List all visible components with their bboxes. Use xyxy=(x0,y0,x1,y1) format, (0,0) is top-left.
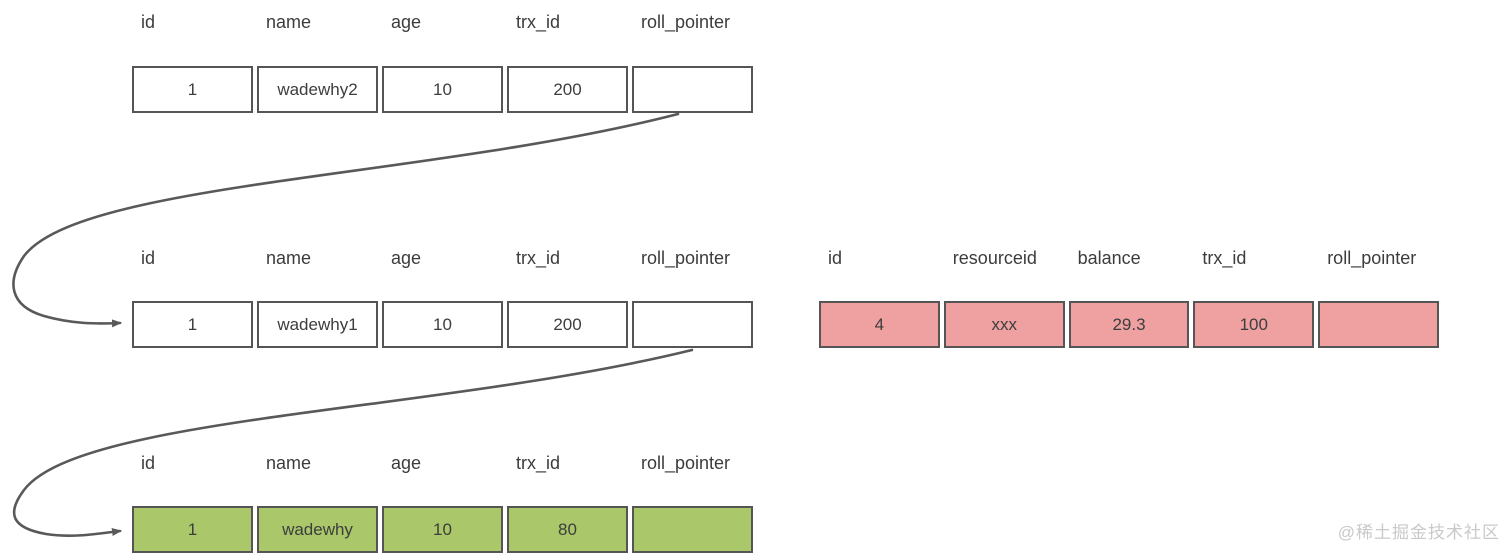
version1-header-row: id name age trx_id roll_pointer xyxy=(132,248,753,274)
version2-name-cell: wadewhy2 xyxy=(257,66,378,113)
column-header-id: id xyxy=(828,248,843,268)
original-name-cell: wadewhy xyxy=(257,506,378,553)
original-age-cell: 10 xyxy=(382,506,503,553)
original-trx-id-cell: 80 xyxy=(507,506,628,553)
column-header-trx-id: trx_id xyxy=(1202,248,1247,268)
column-header-trx-id: trx_id xyxy=(516,12,561,32)
column-header-trx-id: trx_id xyxy=(516,248,561,268)
version1-roll-pointer-cell xyxy=(632,301,753,348)
other-record-id-cell: 4 xyxy=(819,301,940,348)
column-header-name: name xyxy=(266,12,312,32)
other-record-trx-id-cell: 100 xyxy=(1193,301,1315,348)
column-header-age: age xyxy=(391,453,422,473)
column-header-id: id xyxy=(141,248,156,268)
version2-age-cell: 10 xyxy=(382,66,503,113)
column-header-name: name xyxy=(266,248,312,268)
version2-header-row: id name age trx_id roll_pointer xyxy=(132,12,753,38)
column-header-roll-pointer: roll_pointer xyxy=(641,453,731,473)
column-header-balance: balance xyxy=(1077,248,1141,268)
column-header-roll-pointer: roll_pointer xyxy=(641,248,731,268)
version1-age-cell: 10 xyxy=(382,301,503,348)
version2-row: 1 wadewhy2 10 200 xyxy=(132,66,753,113)
original-roll-pointer-cell xyxy=(632,506,753,553)
roll-pointer-arrow-v2-to-v1 xyxy=(12,112,680,328)
column-header-age: age xyxy=(391,12,422,32)
version2-id-cell: 1 xyxy=(132,66,253,113)
version2-trx-id-cell: 200 xyxy=(507,66,628,113)
version2-roll-pointer-cell xyxy=(632,66,753,113)
original-id-cell: 1 xyxy=(132,506,253,553)
other-record-header-row: id resourceid balance trx_id roll_pointe… xyxy=(819,248,1439,274)
version1-trx-id-cell: 200 xyxy=(507,301,628,348)
column-header-resourceid: resourceid xyxy=(952,248,1037,268)
column-header-id: id xyxy=(141,12,156,32)
original-header-row: id name age trx_id roll_pointer xyxy=(132,453,753,479)
original-row: 1 wadewhy 10 80 xyxy=(132,506,753,553)
other-record-balance-cell: 29.3 xyxy=(1068,301,1190,348)
version1-name-cell: wadewhy1 xyxy=(257,301,378,348)
column-header-age: age xyxy=(391,248,422,268)
version1-row: 1 wadewhy1 10 200 xyxy=(132,301,753,348)
column-header-id: id xyxy=(141,453,156,473)
column-header-roll-pointer: roll_pointer xyxy=(1327,248,1417,268)
column-header-name: name xyxy=(266,453,312,473)
other-record-roll-pointer-cell xyxy=(1318,301,1439,348)
column-header-roll-pointer: roll_pointer xyxy=(641,12,731,32)
other-record-row: 4 xxx 29.3 100 xyxy=(819,301,1439,348)
juejin-watermark: @稀土掘金技术社区 xyxy=(1337,523,1500,542)
column-header-trx-id: trx_id xyxy=(516,453,561,473)
version1-id-cell: 1 xyxy=(132,301,253,348)
other-record-resourceid-cell: xxx xyxy=(943,301,1065,348)
